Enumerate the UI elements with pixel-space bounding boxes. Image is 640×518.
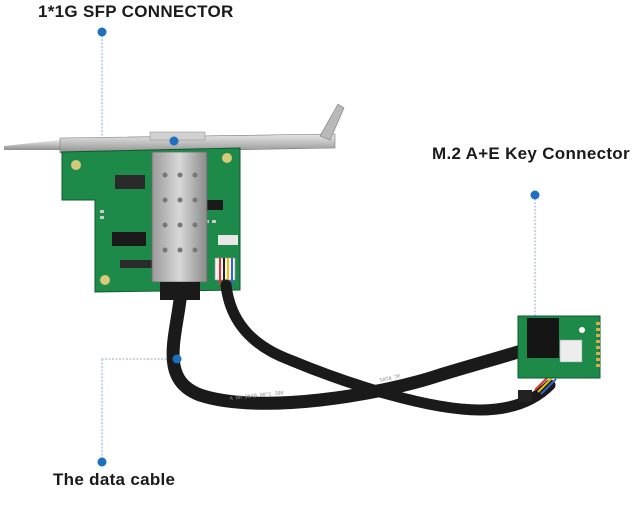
cable-sleeve — [518, 390, 532, 402]
cable-print: A WM 2649 80°C 30V SATA 7P — [230, 374, 401, 402]
sfp-callout-dot — [97, 27, 107, 37]
svg-text:A WM 2649 80°C 30V: A WM 2649 80°C 30V — [230, 390, 285, 402]
m2-connector-label: M.2 A+E Key Connector — [432, 144, 630, 163]
callout-dots — [97, 27, 540, 467]
sfp-target-dot — [169, 136, 179, 146]
m2-card — [517, 315, 601, 379]
nic-pcb — [61, 147, 241, 293]
sfp-connector-label: 1*1G SFP CONNECTOR — [38, 2, 234, 21]
sfp-cage — [151, 151, 208, 283]
svg-text:SATA 7P: SATA 7P — [379, 374, 401, 384]
data-cable-label: The data cable — [53, 470, 176, 489]
pcb-cable-connector — [214, 257, 236, 285]
cable-callout-dot — [97, 457, 107, 467]
data-cable — [160, 279, 556, 416]
m2-callout-dot — [530, 190, 540, 200]
cable-target-dot — [172, 354, 182, 364]
mounting-bracket — [4, 103, 345, 154]
